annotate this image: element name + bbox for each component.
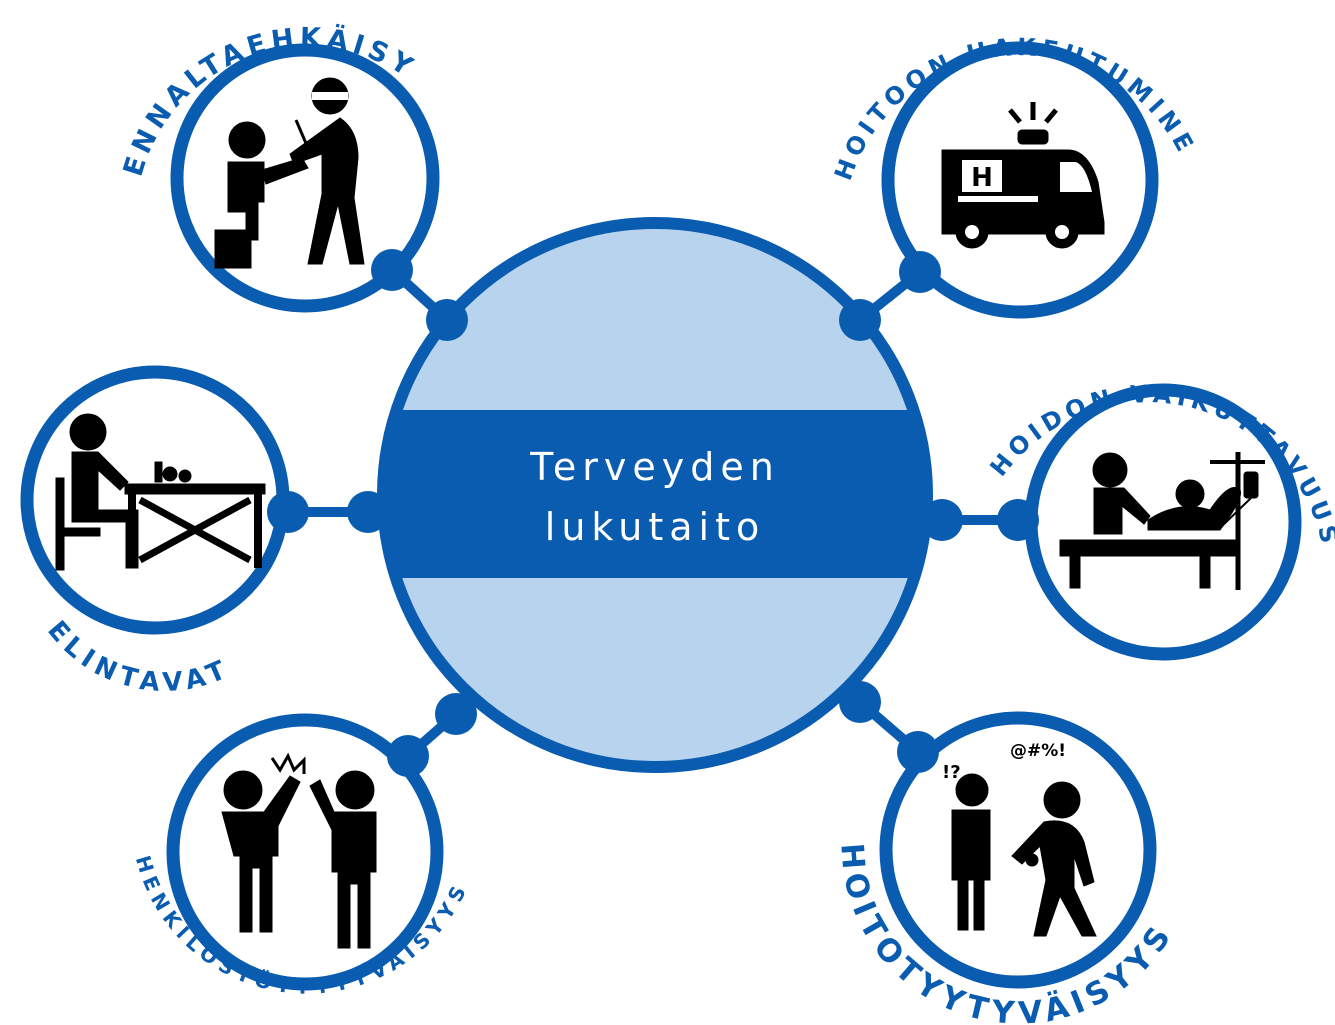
node-prevention: ENNALTAEHKÄISY xyxy=(118,23,468,341)
svg-text:@#%!: @#%! xyxy=(1010,741,1066,761)
svg-text:!?: !? xyxy=(942,762,961,783)
node-care-satisfaction: !? @#%! HOITOTYYTYVÄISYYS xyxy=(833,681,1175,1025)
high-five-icon xyxy=(221,752,377,949)
node-lifestyle: ELINTAVAT xyxy=(20,365,389,698)
vaccination-icon xyxy=(214,77,365,269)
hospital-bed-icon xyxy=(1059,452,1265,590)
node-staff-satisfaction: HENKILÖSTÖTYYTYVÄISYYS xyxy=(131,693,477,999)
eating-at-table-icon xyxy=(55,413,266,571)
ambulance-icon: H xyxy=(941,102,1105,249)
svg-text:H: H xyxy=(971,163,993,193)
center-band xyxy=(383,410,927,578)
center-hub: Terveyden lukutaito xyxy=(377,217,933,773)
center-title-line1: Terveyden xyxy=(529,445,780,489)
angry-patient-icon: !? @#%! xyxy=(942,741,1097,937)
center-title-line2: lukutaito xyxy=(545,505,765,549)
